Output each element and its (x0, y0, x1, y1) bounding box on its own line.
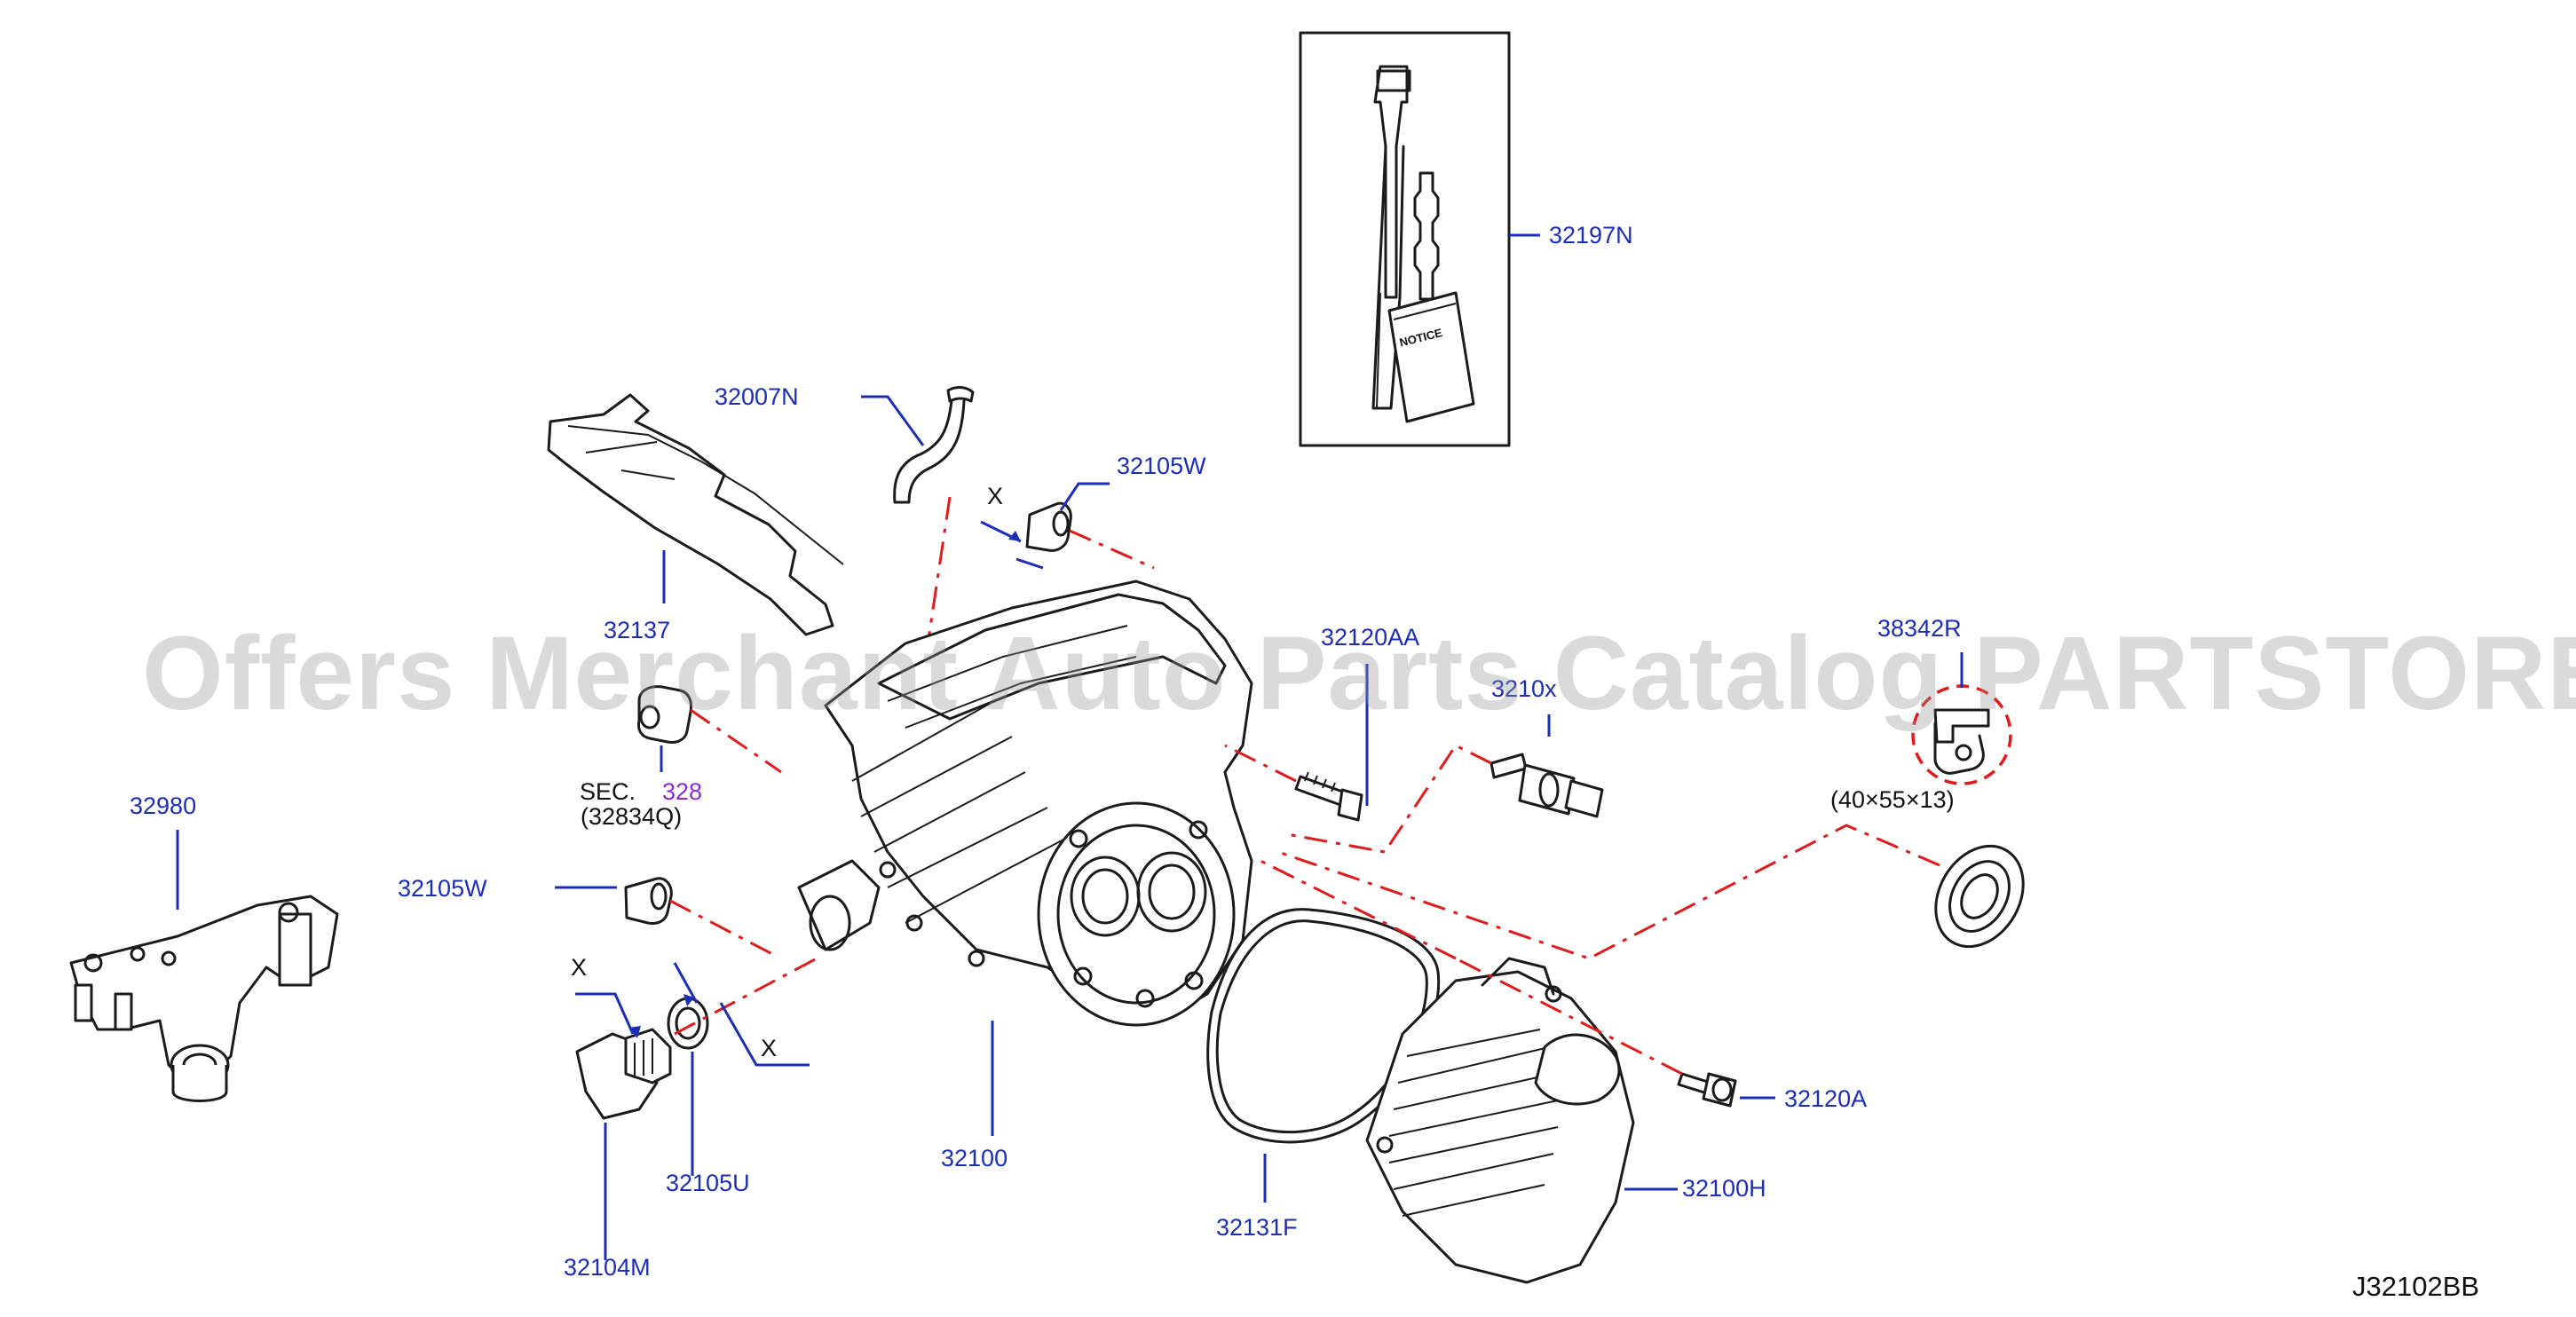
transmission-case-32100 (797, 580, 1253, 1027)
label-32100[interactable]: 32100 (941, 1145, 1008, 1171)
deflector-32137 (547, 393, 844, 636)
label-sec-sub: (32834Q) (581, 803, 683, 830)
label-32105W-left[interactable]: 32105W (398, 875, 487, 902)
label-32104M[interactable]: 32104M (564, 1254, 651, 1281)
label-32105U[interactable]: 32105U (666, 1170, 750, 1196)
label-32007N[interactable]: 32007N (715, 383, 799, 410)
label-32120AA[interactable]: 32120AA (1321, 624, 1420, 651)
marker-x-right: X (761, 1035, 778, 1061)
washer-32105U (667, 997, 709, 1050)
label-bearing-size: (40×55×13) (1830, 786, 1955, 813)
marker-x-left: X (571, 954, 588, 981)
label-38342R[interactable]: 38342R (1877, 615, 1962, 642)
sensor-3210x (1489, 753, 1604, 818)
bearing (1934, 844, 2025, 949)
bolt-32120AA (1294, 771, 1363, 822)
label-3210x[interactable]: 3210x (1491, 675, 1557, 702)
label-32980[interactable]: 32980 (130, 793, 197, 819)
watermark: Offers Merchant Auto Parts Catalog PARTS… (142, 615, 2576, 732)
seal-sec-328 (637, 685, 692, 744)
plug-32105W-left (624, 877, 673, 925)
label-sec-prefix: SEC. (580, 778, 636, 805)
bolt-32120A (1677, 1072, 1737, 1108)
marker-x-top: X (987, 483, 1004, 509)
label-32137[interactable]: 32137 (604, 617, 671, 643)
rear-housing-32100H (1365, 957, 1635, 1284)
label-32197N[interactable]: 32197N (1549, 222, 1633, 248)
label-32105W-top[interactable]: 32105W (1117, 453, 1206, 479)
plug-32104M (575, 1028, 672, 1120)
bracket-32980 (69, 895, 339, 1102)
hose-32007N (893, 386, 975, 504)
kit-box-32197N: NOTICE (1299, 31, 1511, 447)
diagram-code: J32102BB (2352, 1271, 2480, 1302)
label-32131F[interactable]: 32131F (1216, 1214, 1298, 1241)
link-sec-328[interactable]: 328 (662, 778, 703, 805)
label-32100H[interactable]: 32100H (1682, 1175, 1766, 1202)
plug-32105W-top (1025, 501, 1072, 552)
label-32120A[interactable]: 32120A (1784, 1085, 1868, 1112)
